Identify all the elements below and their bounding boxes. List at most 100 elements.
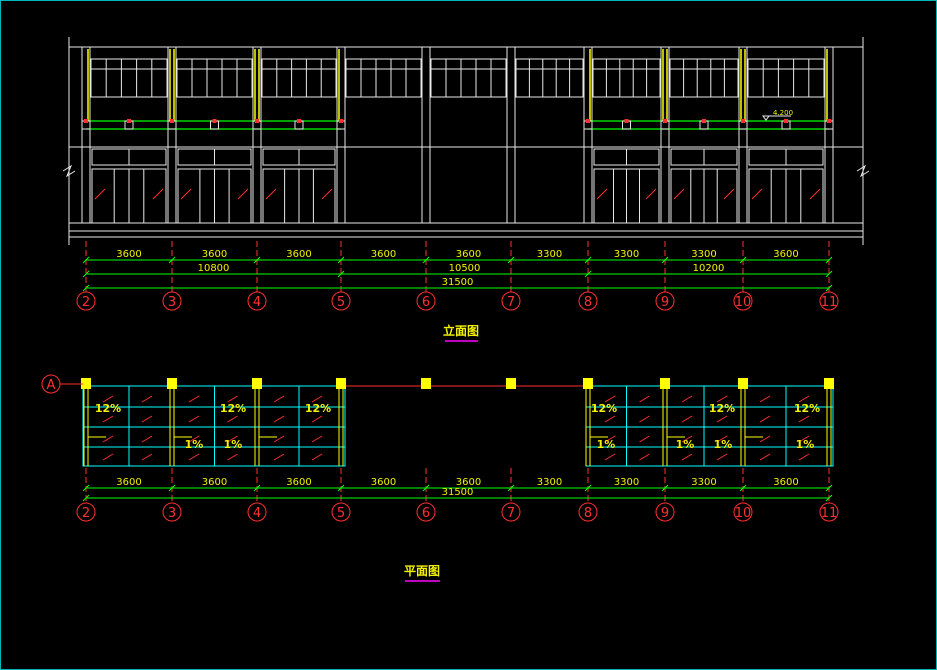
elev-upper-window [430,58,507,98]
elev-break-left [62,164,76,178]
elev-upper-window [592,58,661,98]
elev-axis-label: 8 [584,295,592,310]
elev-span-dim-label: 3600 [456,249,481,260]
plan-axis-label: 6 [422,506,430,521]
plan-span-dim-label: 3300 [614,477,639,488]
elev-axis-bubble [819,291,839,311]
slope-label: 1% [185,438,204,451]
elev-axis-label: 7 [507,295,515,310]
glass-hatch [798,453,810,461]
plan-column [81,378,91,389]
elev-group-dim-tick [337,270,345,278]
plan-span-dim-tick [584,484,592,492]
canopy-node-marker [741,119,745,123]
elev-group-dim-tick [825,270,833,278]
elev-span-dim-label: 3300 [614,249,639,260]
glass-hatch [188,415,200,423]
plan-span-dim-tick [825,484,833,492]
glass-hatch [716,453,728,461]
glass-hatch [227,453,238,461]
glass-hatch [311,435,323,443]
elev-upper-window [261,58,337,98]
elev-span-dim-tick [337,256,345,264]
elev-axis-label: 3 [168,295,176,310]
glass-hatch [639,415,650,423]
glass-hatch [227,415,238,423]
elev-axis-bubble [501,291,521,311]
plan-axis-bubble [247,502,267,522]
plan-column [738,378,748,389]
plan-total-dim-tick [825,494,833,502]
elev-span-dim-label: 3600 [371,249,396,260]
glass-hatch [188,453,200,461]
elev-column [252,46,262,224]
glass-hatch [681,453,693,461]
level-triangle [762,115,770,121]
plan-column [660,378,670,389]
elev-column [506,46,516,224]
slope-label: 12% [305,402,331,415]
elev-total-dim-label: 31500 [442,277,474,288]
glass-hatch [639,395,650,403]
elev-axis-bubble [331,291,351,311]
glass-hatch [273,453,285,461]
plan-span-dim-tick [507,484,515,492]
elev-column [336,46,346,224]
glass-hatch [102,415,114,423]
elev-axis-label: 9 [661,295,669,310]
elev-total-dim-tick [825,284,833,292]
glass-hatch [604,395,616,403]
elev-upper-window [90,58,168,98]
level-mark: 4.200 [773,109,793,117]
elev-group-dim-label: 10200 [693,263,725,274]
plan-axis-bubble [819,502,839,522]
glass-hatch [639,435,650,443]
glass-hatch [102,395,114,403]
elev-column [824,46,834,224]
elev-group-dim-tick [82,270,90,278]
glass-hatch [716,395,728,403]
plan-axis-label: 8 [584,506,592,521]
glass-hatch [798,395,810,403]
plan-axis-bubble [76,502,96,522]
elev-span-dim-tick [661,256,669,264]
elevation-title: 立面图 [443,323,479,342]
glass-hatch [273,435,285,443]
elev-upper-window [747,58,825,98]
plan-row-axis: A [41,374,83,394]
slope-label: 1% [796,438,815,451]
glass-hatch [141,395,153,403]
glass-hatch [273,395,285,403]
plan-axis-bubble [331,502,351,522]
elev-span-dim-label: 3600 [116,249,141,260]
glass-hatch [265,188,277,200]
glass-hatch [798,415,810,423]
glass-hatch [645,188,657,200]
glass-hatch [798,435,810,443]
glass-hatch [809,188,821,200]
elev-axis-label: 5 [337,295,345,310]
plan-column [167,378,177,389]
elev-total-dim-tick [82,284,90,292]
canopy-node-marker [784,119,788,123]
canopy-node-marker [663,119,667,123]
plan-axis-bubble [416,502,436,522]
canopy-node-marker [84,119,88,123]
elevation-drawing [62,37,870,245]
glass-hatch [227,435,238,443]
slope-label: 1% [597,438,616,451]
slope-label: 12% [591,402,617,415]
glass-hatch [681,395,693,403]
glass-hatch [604,415,616,423]
plan-span-dim-tick [422,484,430,492]
elev-span-dim-label: 3600 [286,249,311,260]
glass-hatch [759,435,771,443]
plan-total-dim-tick [82,494,90,502]
plan-title-text: 平面图 [404,564,440,578]
plan-axis-bubble [162,502,182,522]
slope-label: 12% [220,402,246,415]
elev-break-right [856,164,870,178]
